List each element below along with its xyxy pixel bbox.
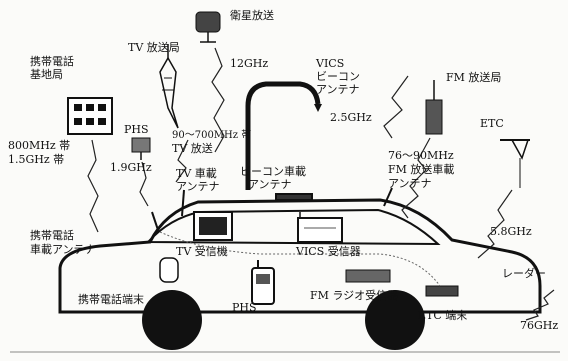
satellite-dish-icon: [196, 12, 220, 42]
label-mobile-terminal: 携帯電話端末: [78, 294, 144, 306]
phs-phone-icon: [252, 260, 274, 304]
label-mobile-base-1: 携帯電話: [30, 56, 74, 68]
label-phs-device: PHS: [232, 302, 257, 314]
label-satellite-freq: 12GHz: [230, 58, 268, 70]
label-vics-2: ビーコン: [316, 71, 360, 83]
label-fm-band-2: FM 放送車載: [388, 164, 454, 176]
label-etc-freq: 5.8GHz: [490, 226, 532, 238]
car-antennas: [152, 188, 392, 230]
label-tv-band-1: 90～700MHz 帯: [172, 130, 251, 141]
etc-gantry-icon: [500, 140, 530, 188]
label-vics-3: アンテナ: [316, 84, 360, 96]
tv-tower-icon: [160, 44, 178, 128]
phs-base-icon: [132, 138, 150, 160]
label-fm-receiver: FM ラジオ受信器: [310, 290, 398, 302]
label-fm-band-1: 76～90MHz: [388, 150, 454, 162]
label-tv-receiver: TV 受信機: [176, 246, 228, 258]
label-mobile-car-ant-2: 車載アンテナ: [30, 244, 96, 256]
label-tv-car-ant-2: アンテナ: [176, 181, 220, 193]
label-mobile-base-2: 基地局: [30, 69, 63, 81]
etc-terminal-icon: [426, 286, 458, 296]
label-fm-station: FM 放送局: [446, 72, 501, 84]
fm-radio-receiver-icon: [346, 270, 390, 282]
vics-receiver-icon: [298, 218, 342, 242]
label-phs: PHS: [124, 124, 149, 136]
front-wheel: [142, 290, 202, 350]
label-vics-1: VICS: [316, 58, 344, 70]
label-fm-band-3: アンテナ: [388, 178, 432, 190]
label-radar: レーダー: [502, 268, 546, 280]
label-mobile-freq-1: 800MHz 帯: [8, 140, 70, 152]
label-tv-car-ant-1: TV 車載: [176, 168, 217, 180]
label-beacon-car-ant-1: ビーコン車載: [240, 166, 306, 178]
label-mobile-car-ant-1: 携帯電話: [30, 230, 74, 242]
label-etc: ETC: [480, 118, 504, 130]
label-etc-terminal: ETC 端末: [418, 310, 467, 322]
label-phs-freq: 1.9GHz: [110, 162, 152, 174]
label-vics-receiver: VICS 受信器: [296, 246, 361, 258]
label-satellite: 衛星放送: [230, 10, 274, 22]
label-mobile-freq-2: 1.5GHz 帯: [8, 154, 64, 166]
label-vics-freq: 2.5GHz: [330, 112, 372, 124]
label-tv-band-2: TV 放送: [172, 143, 213, 155]
mobile-terminal-icon: [160, 258, 178, 282]
label-tv-station: TV 放送局: [128, 42, 180, 54]
label-radar-freq: 76GHz: [520, 320, 558, 332]
label-beacon-car-ant-2: アンテナ: [248, 179, 292, 191]
tv-receiver-icon: [194, 212, 232, 240]
car-window-line: [148, 210, 438, 244]
mobile-base-station-icon: [68, 98, 112, 134]
fm-station-icon: [426, 80, 442, 134]
